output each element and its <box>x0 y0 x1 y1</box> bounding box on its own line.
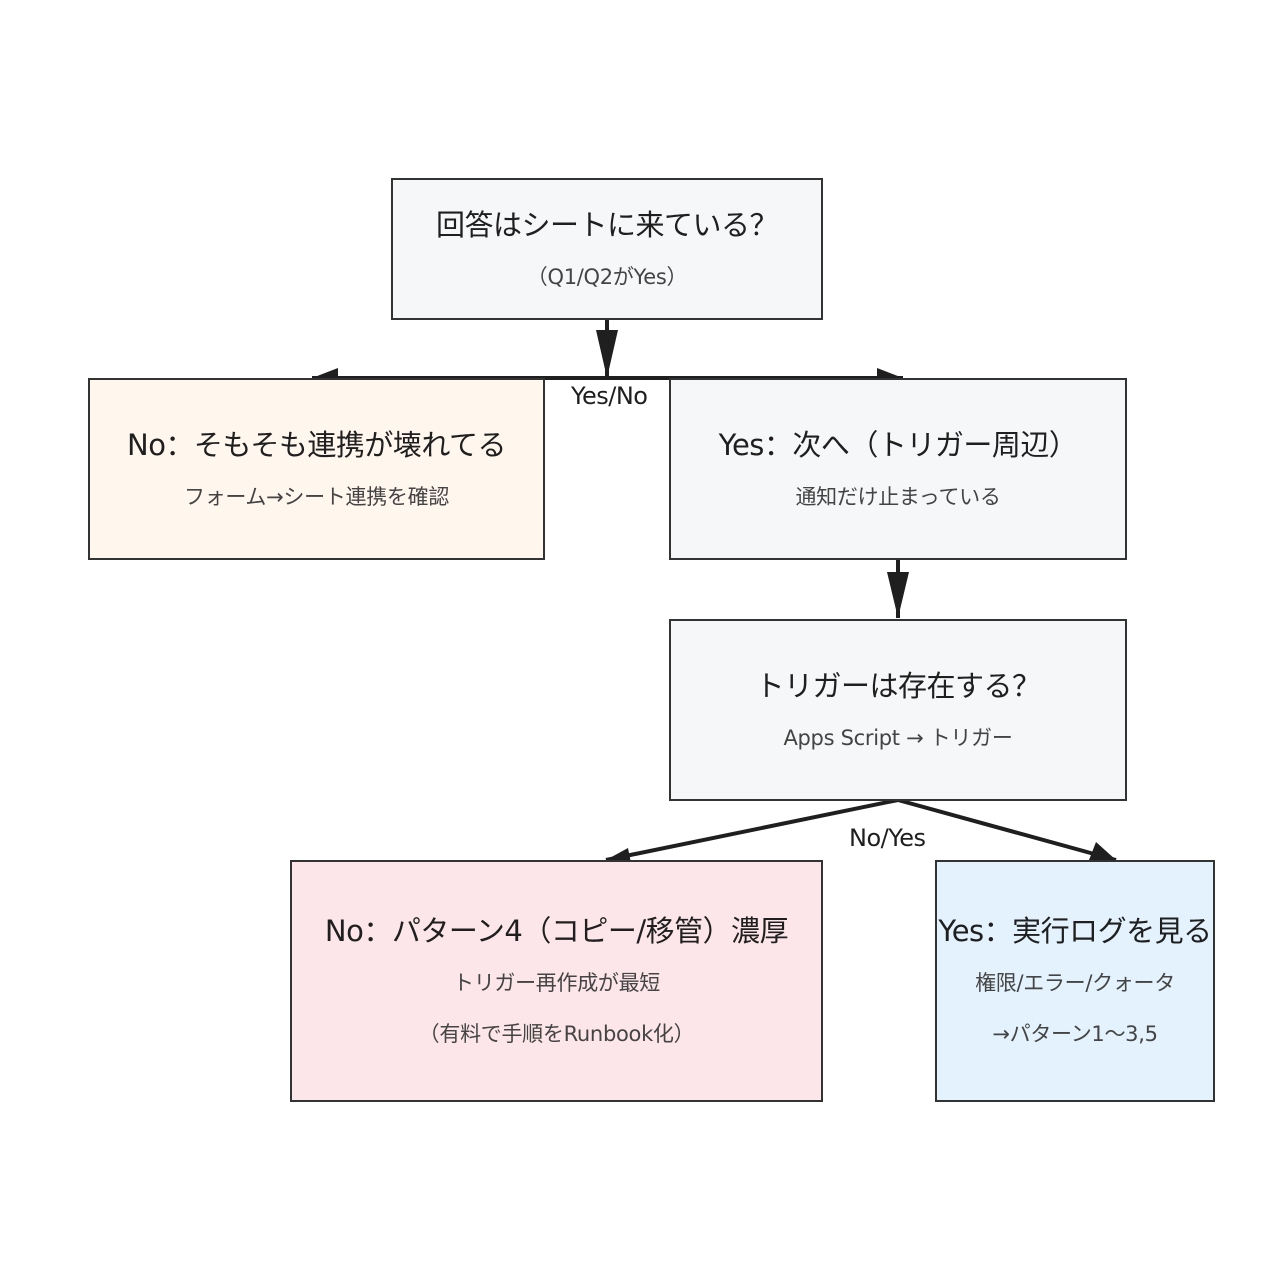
node-no-pattern4-sub1: トリガー再作成が最短 <box>453 971 660 996</box>
node-sheet-question-sub: （Q1/Q2がYes） <box>526 264 688 289</box>
edge-label-no-yes: No/Yes <box>849 824 926 852</box>
edge-trigger-arrowhead <box>887 572 909 618</box>
node-yes-log-sub1: 権限/エラー/クォータ <box>975 971 1175 996</box>
edge-trigger-to-log <box>897 798 1117 862</box>
node-sheet-question: 回答はシートに来ている？ （Q1/Q2がYes） <box>391 178 823 320</box>
node-yes-next-title: Yes：次へ（トリガー周辺） <box>718 428 1078 462</box>
node-no-pattern4-sub2: （有料で手順をRunbook化） <box>418 1022 695 1047</box>
edge-log-arrowhead <box>1089 842 1116 860</box>
node-no-link-sub: フォーム→シート連携を確認 <box>183 484 450 509</box>
node-trigger-question: トリガーは存在する？ Apps Script → トリガー <box>669 619 1127 801</box>
node-yes-log-title: Yes：実行ログを見る <box>938 914 1212 949</box>
node-yes-next: Yes：次へ（トリガー周辺） 通知だけ止まっている <box>669 378 1127 560</box>
node-no-pattern4-title: No：パターン4（コピー/移管）濃厚 <box>324 914 789 949</box>
node-no-pattern4: No：パターン4（コピー/移管）濃厚 トリガー再作成が最短 （有料で手順をRun… <box>290 860 823 1102</box>
node-yes-log-sub2: →パターン1〜3,5 <box>992 1022 1158 1047</box>
node-yes-next-sub: 通知だけ止まっている <box>795 484 1001 509</box>
edge-label-yes-no: Yes/No <box>571 382 648 410</box>
node-sheet-question-title: 回答はシートに来ている？ <box>435 208 779 242</box>
node-no-link-title: No：そもそも連携が壊れてる <box>127 428 507 462</box>
node-yes-log: Yes：実行ログを見る 権限/エラー/クォータ →パターン1〜3,5 <box>935 860 1215 1102</box>
node-trigger-question-title: トリガーは存在する？ <box>755 669 1041 703</box>
edge-trigger-to-pattern4 <box>605 798 899 862</box>
node-no-link: No：そもそも連携が壊れてる フォーム→シート連携を確認 <box>88 378 545 560</box>
node-trigger-question-sub: Apps Script → トリガー <box>783 725 1013 750</box>
edge-sheet-arrowhead <box>596 330 618 378</box>
